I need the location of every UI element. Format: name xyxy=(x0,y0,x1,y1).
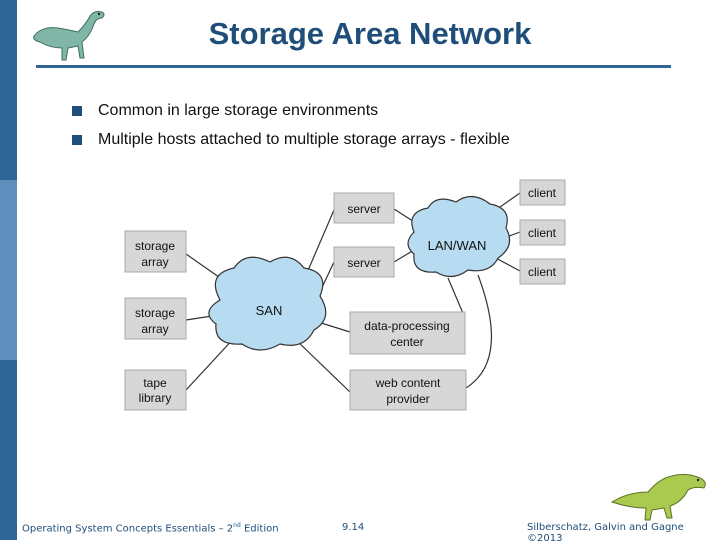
bullet-list: Common in large storage environments Mul… xyxy=(72,100,510,158)
link-tape-san xyxy=(185,335,237,391)
tape-library-box: tape library xyxy=(124,369,187,411)
storage-array-box: storage array xyxy=(124,297,187,340)
svg-text:web content: web content xyxy=(375,376,441,390)
bullet-text: Multiple hosts attached to multiple stor… xyxy=(98,131,510,148)
svg-text:array: array xyxy=(141,255,168,269)
footer-course-title: Operating System Concepts Essentials – 2… xyxy=(22,522,279,535)
lan-wan-cloud-shape xyxy=(407,195,511,278)
svg-text:center: center xyxy=(390,335,423,349)
dinosaur-logo-icon xyxy=(33,11,105,61)
server-box: server xyxy=(333,246,395,278)
svg-text:client: client xyxy=(528,226,557,240)
svg-text:tape: tape xyxy=(143,376,167,390)
san-cloud-label: SAN xyxy=(256,303,283,318)
footer-copyright: Silberschatz, Galvin and Gagne ©2013 xyxy=(527,522,684,544)
page-title: Storage Area Network xyxy=(208,16,532,51)
bullet-item: Common in large storage environments xyxy=(72,100,510,129)
svg-text:client: client xyxy=(528,265,557,279)
bullet-item: Multiple hosts attached to multiple stor… xyxy=(72,129,510,158)
bullet-square-icon xyxy=(72,106,82,116)
svg-text:array: array xyxy=(141,322,168,336)
svg-text:storage: storage xyxy=(135,239,175,253)
link-webcontent-lan xyxy=(465,274,493,389)
link-dataproc-lan xyxy=(447,277,466,319)
link-storage2-san xyxy=(185,315,213,321)
link-san-dataproc xyxy=(317,321,351,333)
bullet-square-icon xyxy=(72,135,82,145)
svg-text:storage: storage xyxy=(135,306,175,320)
svg-text:library: library xyxy=(139,391,172,405)
svg-text:data-processing: data-processing xyxy=(364,319,449,333)
web-content-provider-box: web content provider xyxy=(349,369,467,411)
dinosaur-corner-icon xyxy=(610,473,706,521)
link-san-webcontent xyxy=(295,339,351,393)
sidebar-band-top xyxy=(0,0,17,180)
link-server2-lan xyxy=(393,249,415,263)
footer-page-number: 9.14 xyxy=(342,522,365,533)
data-processing-center-box: data-processing center xyxy=(349,311,466,355)
title-divider xyxy=(36,65,671,68)
client-box: client xyxy=(519,179,566,206)
bullet-text: Common in large storage environments xyxy=(98,102,379,119)
svg-text:provider: provider xyxy=(386,392,429,406)
san-cloud-shape xyxy=(208,256,327,351)
lan-wan-cloud-label: LAN/WAN xyxy=(428,238,487,253)
sidebar-band-middle xyxy=(0,180,17,360)
svg-text:server: server xyxy=(347,256,380,270)
client-box: client xyxy=(519,258,566,285)
server-box: server xyxy=(333,192,395,224)
sidebar-band-bottom xyxy=(0,360,17,540)
svg-text:server: server xyxy=(347,202,380,216)
client-box: client xyxy=(519,219,566,246)
storage-array-box: storage array xyxy=(124,230,187,273)
svg-text:client: client xyxy=(528,186,557,200)
